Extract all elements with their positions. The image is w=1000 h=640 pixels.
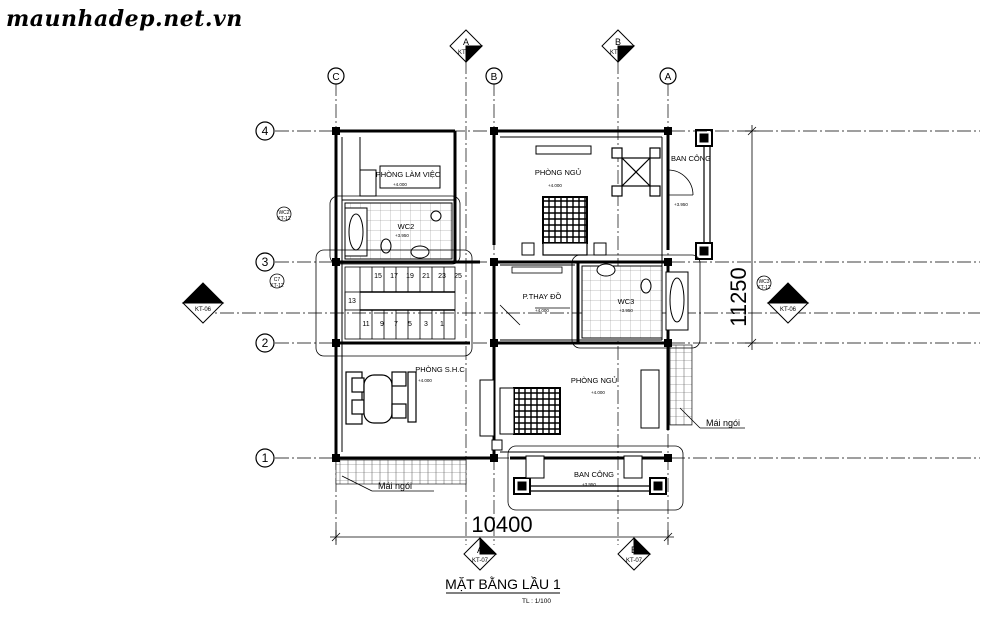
row-bubbles (255, 121, 275, 468)
level-tag: +4.000 (393, 182, 407, 187)
balcony-bottom (513, 455, 667, 495)
detail-ref-wc3: WC3 (758, 279, 769, 285)
room-label-wc3: WC3 (618, 297, 635, 306)
level-tag: +3.950 (395, 233, 409, 238)
grid-label-1: 1 (262, 451, 269, 465)
roof-label-left: Mái ngói (378, 481, 412, 491)
grid-label-c: C (332, 72, 339, 83)
dimension-height: 11250 (726, 267, 751, 327)
stair-num: 11 (362, 321, 369, 328)
grid-label-2: 2 (262, 336, 269, 350)
stair-num: 21 (422, 273, 430, 280)
room-label-balcony-top: BAN CÔNG (671, 154, 711, 163)
room-label-bedroom-top: PHÒNG NGỦ (535, 168, 581, 177)
room-label-wc2: WC2 (398, 222, 415, 231)
level-tag: +4.000 (591, 390, 605, 395)
desk (359, 165, 441, 197)
balcony-top (667, 129, 713, 260)
detail-ref-c7: C7 (274, 277, 281, 283)
wardrobe-top (535, 145, 592, 155)
bed-top (521, 196, 607, 256)
section-1-right-ref: KT-06 (780, 307, 797, 313)
wardrobe-bottom (640, 369, 660, 429)
drawing-title: MẶT BẰNG LẦU 1 (445, 575, 561, 592)
roof-tiles-left (335, 459, 467, 485)
level-tag: +3.950 (582, 482, 596, 487)
stair-num: 5 (408, 321, 412, 328)
detail-ref-sheet: KT-12 (277, 216, 291, 222)
stair-num: 7 (394, 321, 398, 328)
room-label-dressing: P.THAY ĐỒ (523, 291, 562, 301)
wc3-fixtures (596, 263, 689, 331)
room-label-work: PHÒNG LÀM VIỆC (376, 170, 441, 179)
level-tag: +3.950 (674, 202, 688, 207)
wc3-floor (581, 265, 663, 339)
room-label-balcony-bottom: BAN CÔNG (574, 470, 614, 479)
structural-columns (332, 127, 672, 462)
detail-ref-sheet: KT-12 (270, 283, 284, 289)
stair-num: 9 (380, 321, 384, 328)
detail-ref-wc2: WC2 (278, 210, 289, 216)
sofa-set (345, 371, 417, 425)
watermark-text: maunhadep.net.vn (6, 6, 243, 32)
dressing-doors (499, 266, 570, 326)
roof-label-right: Mái ngói (706, 418, 740, 428)
stair-num: 15 (374, 273, 382, 280)
roof-tiles-right (669, 344, 693, 426)
section-b-top-ref: KT-07 (610, 50, 627, 56)
stair-num: 25 (454, 273, 462, 280)
grid-label-a: A (665, 72, 672, 83)
level-tag: +4.000 (418, 378, 432, 383)
room-label-family: PHÒNG S.H.C (415, 365, 465, 374)
section-1-right: 1 (785, 292, 790, 302)
level-tag: +3.950 (619, 308, 633, 313)
stair-num: 19 (406, 273, 414, 280)
stair-num: 23 (438, 273, 446, 280)
section-a-bottom: A (477, 545, 483, 555)
stair-num: 1 (440, 321, 444, 328)
level-tag: +4.000 (535, 308, 549, 313)
section-b-bottom: B (631, 545, 637, 555)
section-a-top-ref: KT-07 (458, 50, 475, 56)
dimension-lines (330, 125, 759, 544)
section-a-bottom-ref: KT-07 (472, 558, 489, 564)
section-markers (181, 29, 810, 571)
detail-ref-sheet: KT-12 (757, 285, 771, 291)
detail-outlines (315, 195, 701, 511)
dimension-width: 10400 (471, 512, 532, 537)
stair-landing: 13 (348, 298, 356, 305)
grid-label-3: 3 (262, 255, 269, 269)
section-1-left-ref: KT-06 (195, 307, 212, 313)
stair-num: 17 (390, 273, 398, 280)
drawing-scale: TL : 1/100 (522, 598, 551, 605)
table-set (611, 147, 661, 197)
row-bubble-labels: 4 3 2 1 (262, 124, 269, 465)
stairs (344, 266, 456, 340)
col-bubbles (327, 67, 677, 85)
thin-walls (341, 136, 663, 453)
section-b-bottom-ref: KT-07 (626, 558, 643, 564)
grid-label-4: 4 (262, 124, 269, 138)
room-label-bedroom-bottom: PHÒNG NGỦ (571, 376, 617, 385)
stair-num: 3 (424, 321, 428, 328)
grid-label-b: B (491, 72, 498, 83)
level-tag: +4.000 (548, 183, 562, 188)
section-b-top: B (615, 37, 621, 47)
section-a-top: A (463, 37, 469, 47)
section-1-left: 1 (200, 292, 205, 302)
bed-bottom (479, 379, 561, 451)
